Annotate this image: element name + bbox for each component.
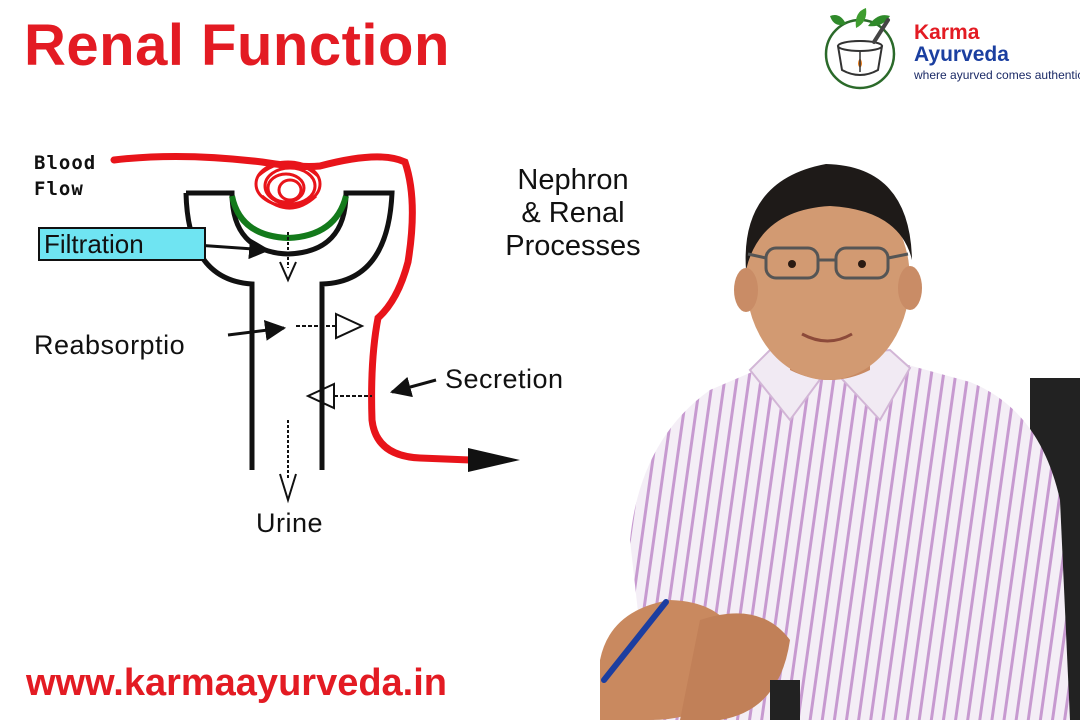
filtration-down-arrow [279, 232, 297, 283]
blood-flow-arrow [468, 448, 520, 472]
blood-vessel [110, 152, 474, 464]
bowmans-capsule [186, 190, 395, 470]
website-url: www.karmaayurveda.in [26, 662, 448, 704]
filtration-pointer [195, 238, 271, 260]
label-blood-flow: Blood Flow [34, 152, 97, 200]
tubule-left-wall [183, 192, 255, 470]
doctor-photo [600, 164, 1080, 720]
secretion-pointer [389, 376, 437, 398]
label-reabsorption: Reabsorptio [34, 330, 186, 360]
brand-name-line2: Ayurveda [914, 43, 1009, 66]
diagram-heading: Nephron & Renal Processes [505, 164, 641, 262]
page-title: Renal Function [24, 13, 450, 78]
glasses-icon [747, 246, 909, 280]
brand-tagline: where ayurved comes authentic [914, 68, 1080, 82]
glomerulus-knot [254, 160, 322, 210]
secretion-arrow [305, 382, 372, 410]
urine-arrow [279, 420, 297, 504]
reabsorption-pointer [227, 319, 287, 341]
reabsorption-arrow [296, 312, 365, 340]
label-urine: Urine [256, 508, 324, 538]
label-secretion: Secretion [445, 364, 564, 394]
pen-icon [601, 599, 669, 683]
brand-name-line1: Karma [914, 21, 980, 44]
label-filtration: Filtration [38, 227, 206, 261]
brand-logo: Karma Ayurveda where ayurved comes authe… [818, 6, 1080, 92]
mortar-leaf-icon [824, 8, 896, 90]
